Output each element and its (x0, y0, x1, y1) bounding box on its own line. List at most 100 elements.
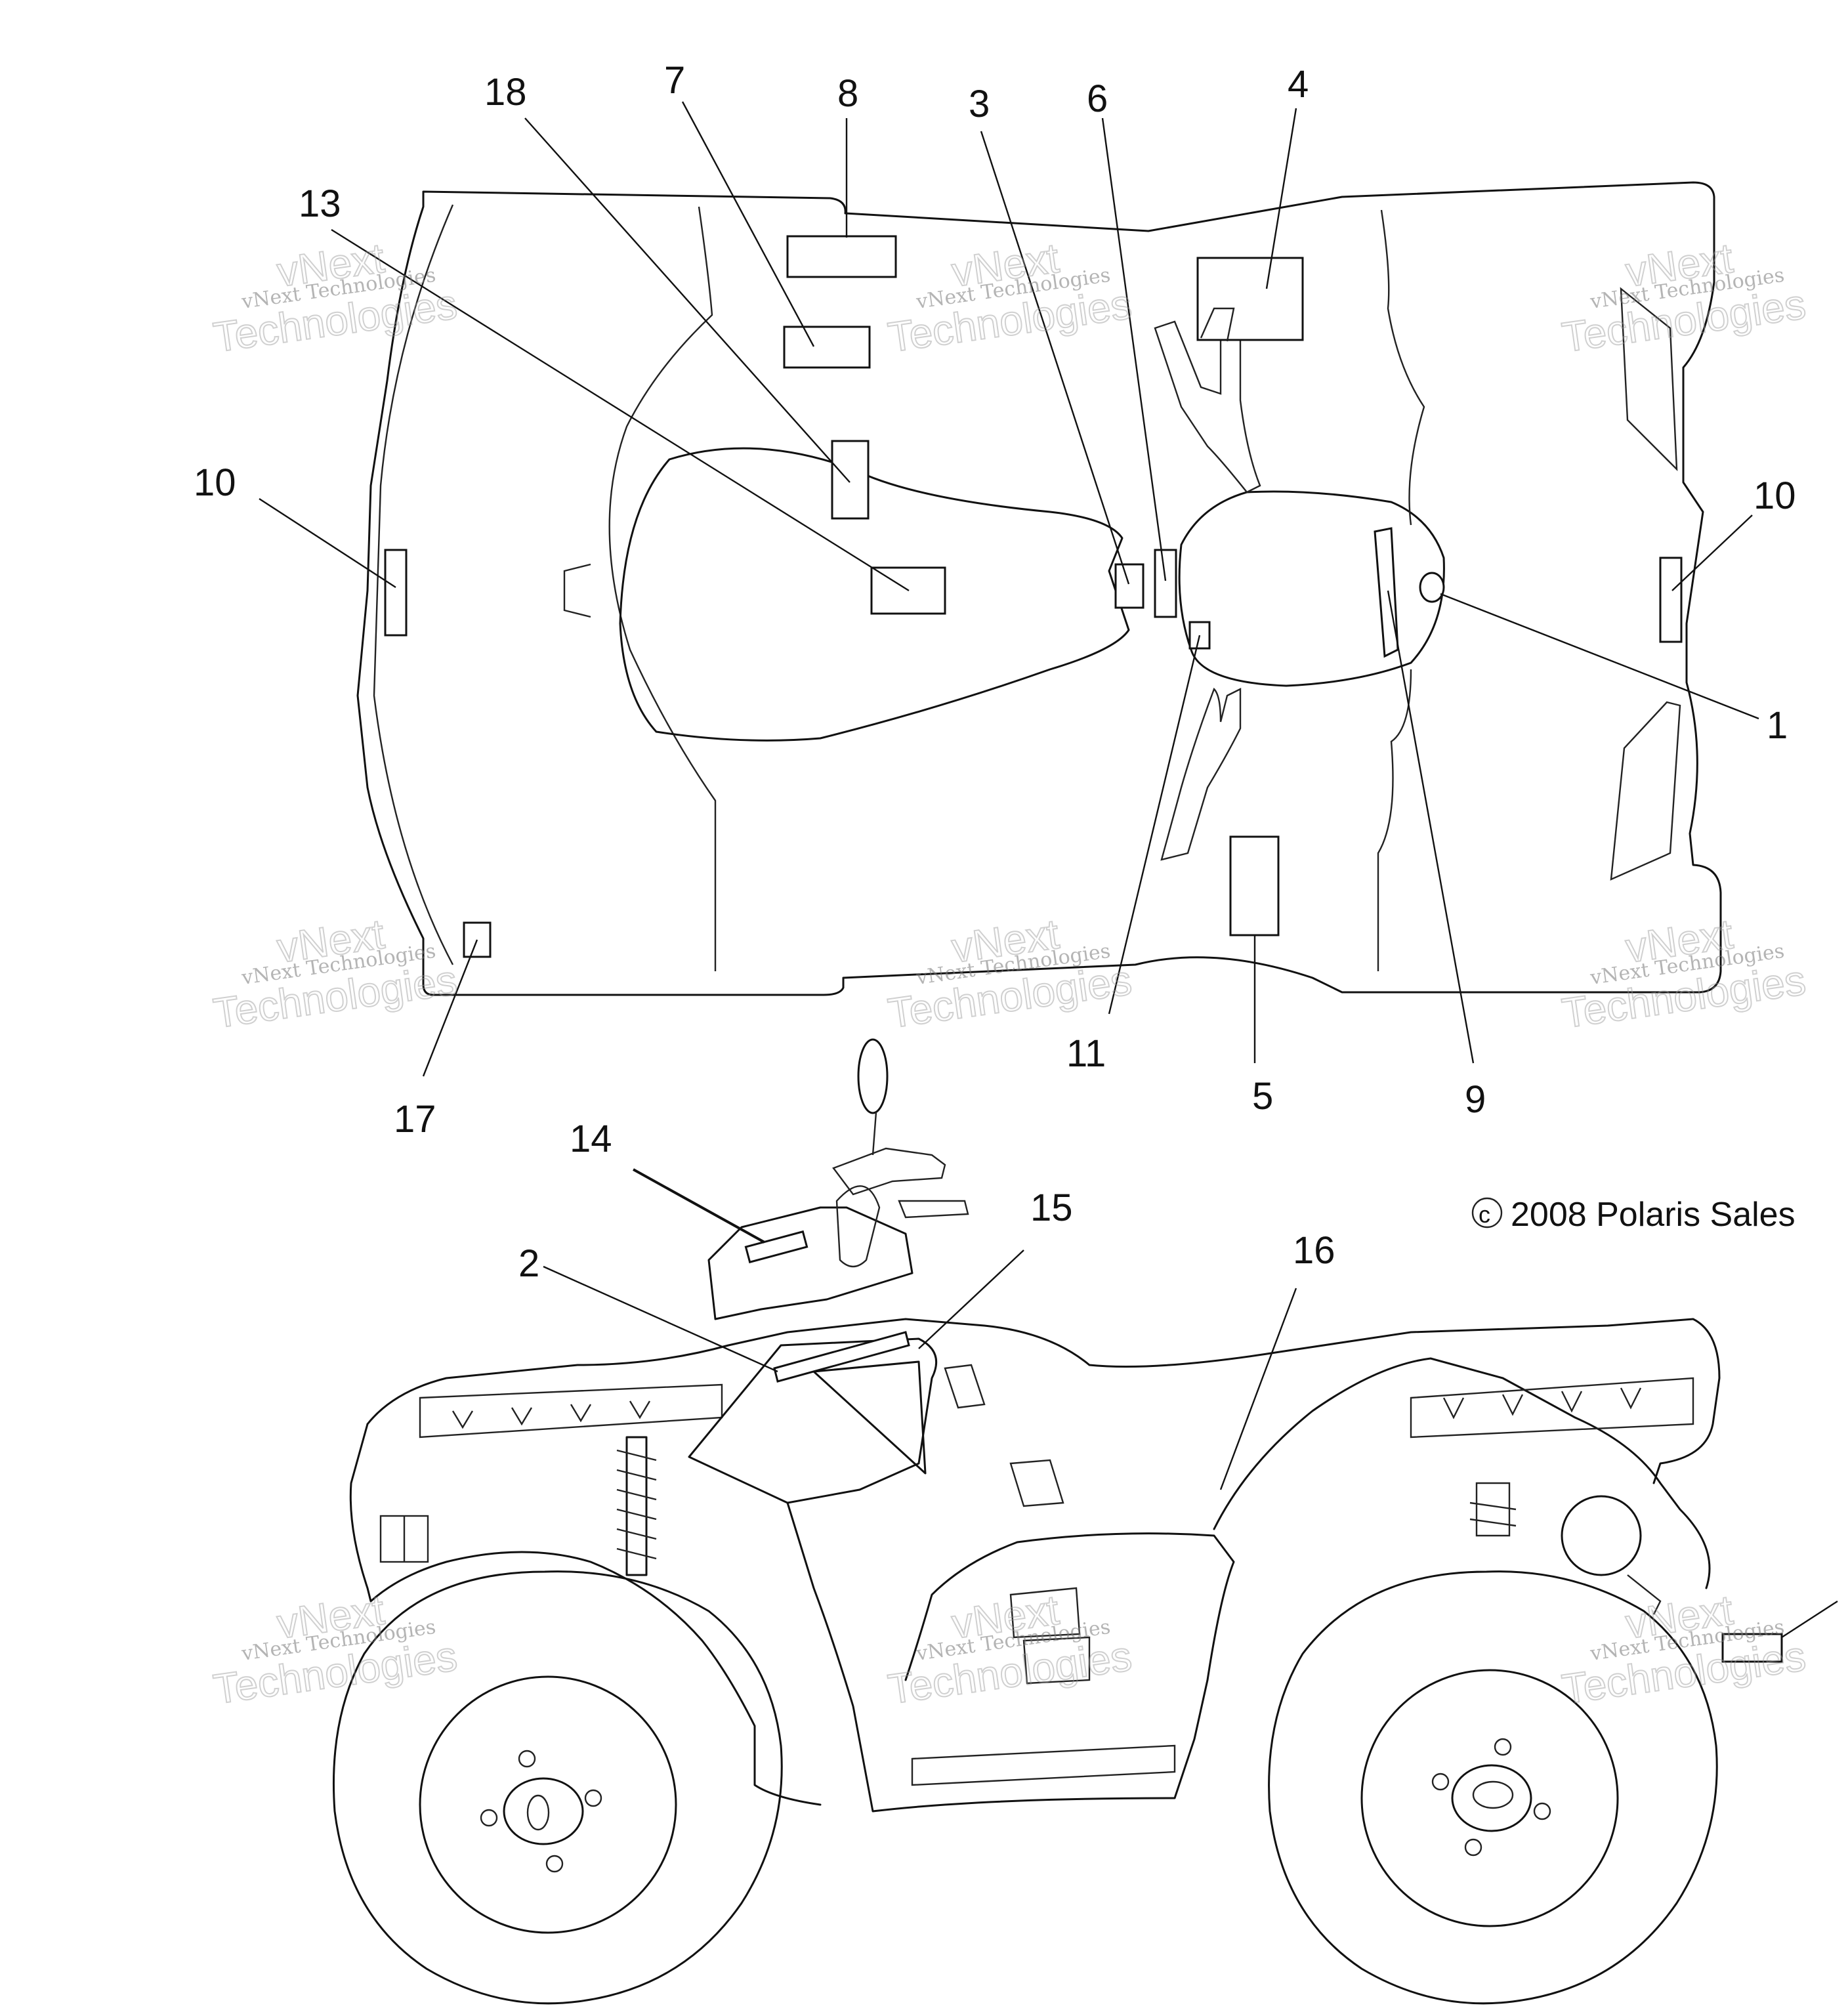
callout-9: 9 (1465, 1078, 1486, 1121)
decal-10-rear (384, 549, 408, 637)
decal-9 (1374, 527, 1399, 658)
front-tire (1268, 1570, 1718, 2005)
side-vent (944, 1364, 986, 1409)
body-outline (366, 1318, 1721, 1484)
atv-side-view (333, 1038, 1838, 2005)
handlebar-side (832, 1147, 946, 1196)
copyright-notice: c 2008 Polaris Sales (1471, 1196, 1796, 1234)
callout-18: 18 (484, 71, 527, 114)
rear-wheel (333, 1570, 783, 2005)
copyright-symbol: c (1479, 1201, 1490, 1228)
rear-shock-coil (616, 1449, 657, 1560)
callout-10-front: 10 (1754, 474, 1796, 517)
rear-panel-divider (608, 206, 717, 971)
leader-front-side (1781, 1600, 1838, 1639)
front-lug-2 (1431, 1773, 1450, 1791)
triangle-decal-area (812, 1360, 927, 1475)
leader-15 (918, 1250, 1024, 1349)
atv-top-view (259, 101, 1759, 1077)
mirror (857, 1038, 889, 1114)
watermark: vNext vNext Technologies Technologies (1559, 910, 1809, 1038)
callout-labels: 18 7 8 3 6 4 13 10 10 1 17 11 5 9 14 15 … (194, 59, 1796, 1285)
rear-rim (419, 1675, 677, 1934)
leader-10-rear (259, 497, 396, 589)
front-wheel (1268, 1570, 1718, 2005)
decal-front-side (1721, 1633, 1783, 1663)
handlebar-lower (1160, 687, 1242, 861)
watermark: vNext vNext Technologies Technologies (1559, 234, 1809, 362)
mirror-stem (872, 1112, 877, 1156)
top-leaders (259, 101, 1759, 1077)
rear-lug-4 (545, 1855, 564, 1873)
watermark: vNext vNext Technologies Technologies (1559, 1586, 1809, 1714)
callout-7: 7 (664, 59, 685, 102)
leader-11 (1108, 635, 1201, 1015)
decal-8 (786, 235, 897, 278)
decal-10-front (1659, 556, 1683, 643)
leader-14 (633, 1168, 765, 1244)
footwell (786, 1502, 1235, 1813)
leader-17 (422, 939, 478, 1077)
callout-15: 15 (1030, 1186, 1073, 1229)
callout-13: 13 (299, 182, 341, 225)
front-lug-3 (1533, 1802, 1551, 1820)
watermark: vNext vNext Technologies Technologies (885, 234, 1135, 362)
leader-18 (524, 117, 850, 483)
side-panel (688, 1337, 938, 1504)
decal-4-wire (1200, 307, 1235, 342)
leader-16 (1219, 1288, 1297, 1490)
seat-outline (619, 447, 1130, 742)
front-rack-teeth (1442, 1387, 1642, 1419)
front-rack-side (1410, 1377, 1694, 1438)
watermark: vNext vNext Technologies Technologies (885, 1586, 1135, 1714)
rear-rack-teeth (452, 1400, 651, 1429)
watermark: vNext vNext Technologies Technologies (210, 234, 461, 362)
watermark: vNext vNext Technologies Technologies (885, 910, 1135, 1038)
decal-15 (773, 1331, 910, 1383)
callout-5: 5 (1252, 1075, 1273, 1118)
rear-fender-outline (356, 181, 1722, 996)
copyright-text: 2008 Polaris Sales (1511, 1196, 1796, 1234)
front-shock (1469, 1482, 1517, 1537)
rear-hub (503, 1777, 584, 1845)
callout-6: 6 (1087, 77, 1108, 120)
seat-notch (563, 563, 591, 618)
callout-4: 4 (1288, 63, 1309, 106)
leader-6 (1101, 117, 1167, 581)
copyright-symbol-circle (1471, 1197, 1503, 1228)
callout-10-rear: 10 (194, 461, 236, 504)
rear-fender-side (349, 1423, 822, 1806)
front-right-fender (1377, 669, 1412, 971)
front-headlight (1561, 1495, 1642, 1576)
leader-13 (331, 228, 910, 592)
front-fender-side (1213, 1357, 1711, 1589)
front-lug-1 (1494, 1738, 1512, 1756)
front-hub (1451, 1764, 1532, 1832)
watermarks: vNext vNext Technologies Technologies vN… (210, 234, 1809, 1714)
brake-lever (898, 1200, 969, 1219)
decal-7 (783, 326, 871, 369)
leader-7 (681, 101, 815, 347)
footrest (911, 1744, 1176, 1786)
decal-6 (1154, 549, 1177, 618)
callout-17: 17 (394, 1098, 436, 1141)
rear-rack-line (373, 204, 454, 965)
decal-1 (1419, 572, 1445, 603)
leader-3 (980, 131, 1130, 585)
callout-8: 8 (837, 72, 858, 115)
leader-10-front (1671, 514, 1753, 591)
decal-5 (1229, 835, 1280, 936)
watermark: vNext vNext Technologies Technologies (210, 910, 461, 1038)
leader-2 (543, 1265, 778, 1373)
rear-rack-side (419, 1383, 723, 1438)
callout-14: 14 (570, 1118, 612, 1160)
rear-shock (625, 1436, 648, 1576)
decal-3 (1114, 563, 1144, 609)
console-pod (707, 1206, 914, 1320)
callout-16: 16 (1293, 1229, 1335, 1272)
side-vent-2 (1009, 1459, 1064, 1507)
engine-block (1009, 1587, 1091, 1685)
front-bumper (1627, 1574, 1662, 1615)
